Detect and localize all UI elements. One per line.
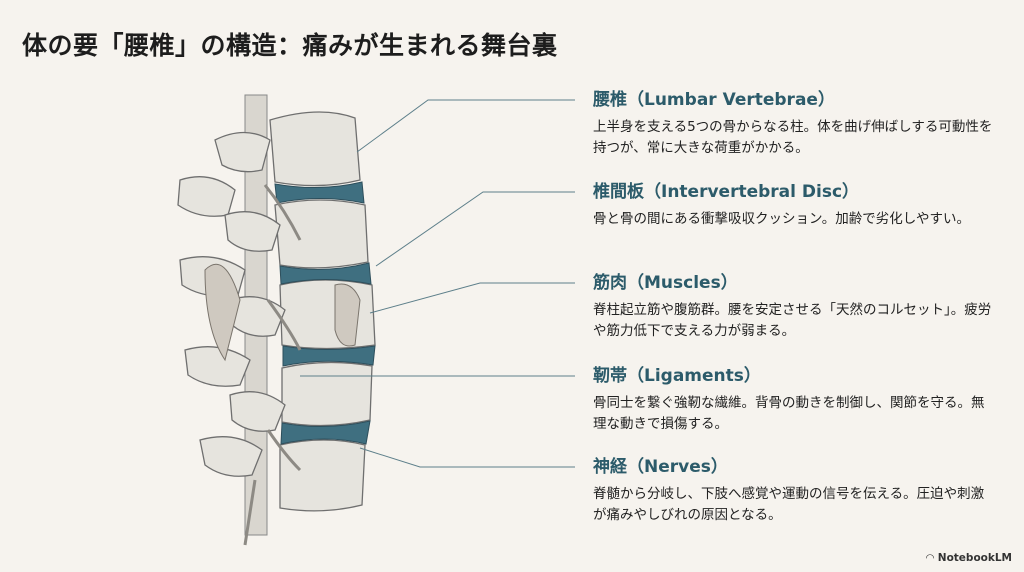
page-title: 体の要「腰椎」の構造：痛みが生まれる舞台裏 — [22, 31, 558, 60]
section-nerves: 神経（Nerves） 脊髄から分岐し、下肢へ感覚や運動の信号を伝える。圧迫や刺激… — [593, 456, 993, 526]
intervertebral-discs — [274, 181, 376, 445]
nerves — [243, 184, 302, 546]
section-ligaments: 靭帯（Ligaments） 骨同士を繋ぐ強靭な繊維。背骨の動きを制御し、関節を守… — [593, 365, 993, 435]
section-body: 骨同士を繋ぐ強靭な繊維。背骨の動きを制御し、関節を守る。無理な動きで損傷する。 — [593, 395, 985, 432]
leader-lines — [300, 99, 575, 468]
section-heading: 椎間板（Intervertebral Disc） — [593, 182, 860, 202]
section-heading: 筋肉（Muscles） — [593, 273, 738, 293]
notebooklm-logo-icon: ◠ — [926, 552, 938, 564]
section-intervertebral-disc: 椎間板（Intervertebral Disc） 骨と骨の間にある衝撃吸収クッシ… — [593, 181, 993, 230]
section-body: 骨と骨の間にある衝撃吸収クッション。加齢で劣化しやすい。 — [593, 211, 971, 227]
section-heading: 神経（Nerves） — [593, 457, 728, 477]
section-heading: 靭帯（Ligaments） — [593, 366, 761, 386]
section-muscles: 筋肉（Muscles） 脊柱起立筋や腹筋群。腰を安定させる「天然のコルセット」。… — [593, 272, 993, 342]
brand-label: NotebookLM — [937, 552, 1012, 564]
section-body: 脊柱起立筋や腹筋群。腰を安定させる「天然のコルセット」。疲労や筋力低下で支える力… — [593, 302, 992, 339]
section-body: 脊髄から分岐し、下肢へ感覚や運動の信号を伝える。圧迫や刺激が痛みやしびれの原因と… — [593, 486, 985, 523]
section-heading: 腰椎（Lumbar Vertebrae） — [593, 90, 835, 110]
section-lumbar-vertebrae: 腰椎（Lumbar Vertebrae） 上半身を支える5つの骨からなる柱。体を… — [593, 89, 993, 159]
brand-watermark: ◠ NotebookLM — [926, 552, 1012, 564]
muscles — [204, 263, 361, 362]
section-body: 上半身を支える5つの骨からなる柱。体を曲げ伸ばしする可動性を持つが、常に大きな荷… — [593, 119, 993, 156]
